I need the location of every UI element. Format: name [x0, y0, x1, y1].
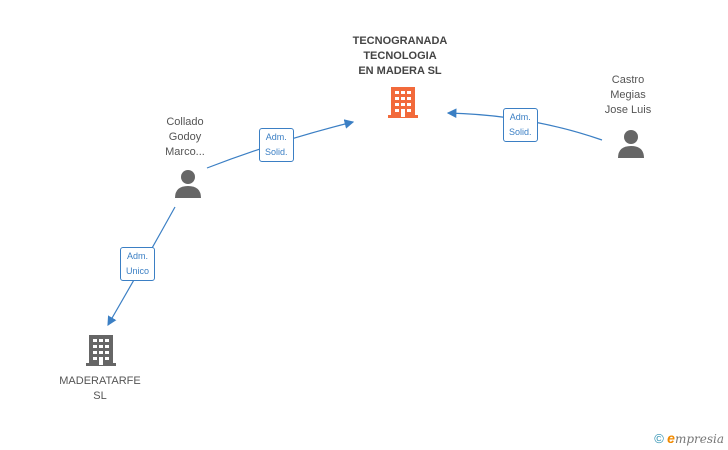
edge-label-line: Solid. — [265, 147, 288, 157]
edge-label-line: Solid. — [509, 127, 532, 137]
edge-label-line: Adm. — [265, 132, 287, 142]
brand-logo-icon: e — [667, 430, 675, 446]
footer-brand[interactable]: © empresia — [654, 430, 724, 446]
node-main-company-line: EN MADERA SL — [358, 65, 442, 77]
building-icon[interactable] — [387, 85, 419, 119]
brand-name: mpresia — [674, 432, 724, 446]
node-main-company-label[interactable]: TECNOGRANADA TECNOLOGIA EN MADERA SL — [340, 34, 460, 79]
node-maderatarfe-label[interactable]: MADERATARFE SL — [50, 374, 150, 404]
node-maderatarfe-line: MADERATARFE — [59, 375, 141, 387]
node-castro-line: Megias — [610, 89, 646, 101]
copyright-symbol: © — [654, 431, 664, 446]
edge-label-castro-to-main[interactable]: Adm. Solid. — [503, 108, 538, 142]
edge-label-collado-to-main[interactable]: Adm. Solid. — [259, 128, 294, 162]
edge-label-collado-to-maderatarfe[interactable]: Adm. Unico — [120, 247, 156, 281]
edge-label-line: Adm. — [509, 112, 531, 122]
person-icon[interactable] — [173, 168, 203, 198]
node-collado-label[interactable]: Collado Godoy Marco... — [145, 115, 225, 160]
node-collado-line: Godoy — [168, 131, 202, 143]
building-icon[interactable] — [85, 333, 117, 367]
person-icon[interactable] — [616, 128, 646, 158]
node-maderatarfe-line: SL — [93, 390, 107, 402]
node-main-company-line: TECNOGRANADA — [352, 35, 448, 47]
node-main-company-line: TECNOLOGIA — [363, 50, 437, 62]
node-collado-line: Marco... — [165, 146, 205, 158]
edge-label-line: Unico — [126, 266, 150, 276]
node-castro-line: Jose Luis — [604, 104, 652, 116]
node-collado-line: Collado — [166, 116, 204, 128]
node-castro-label[interactable]: Castro Megias Jose Luis — [588, 73, 668, 118]
edge-label-line: Adm. — [127, 251, 149, 261]
node-castro-line: Castro — [611, 74, 645, 86]
